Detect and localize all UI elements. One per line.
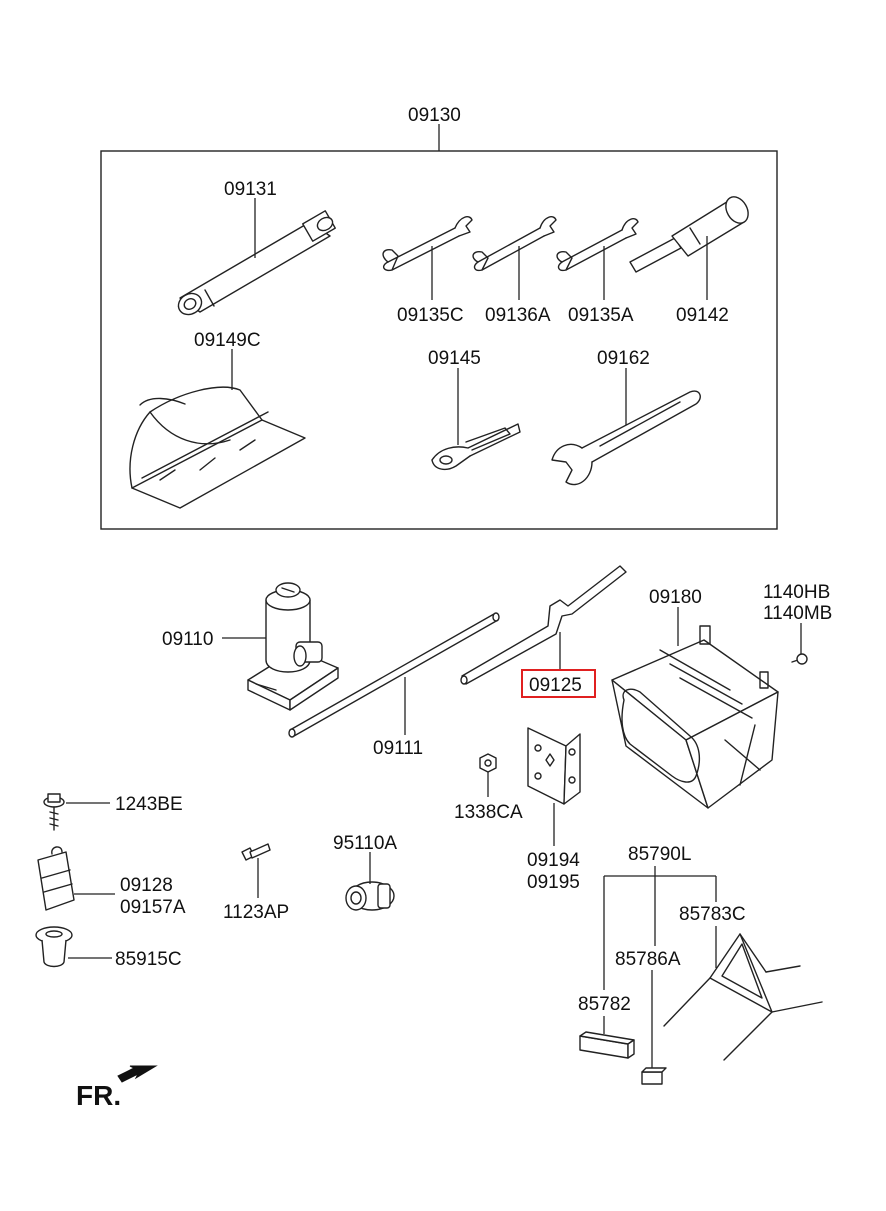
label-09135c[interactable]: 09135C <box>397 305 464 326</box>
front-direction-indicator: FR. <box>76 1065 158 1111</box>
label-09136a[interactable]: 09136A <box>485 305 551 326</box>
jack-drawing <box>247 582 339 711</box>
jack-handle-drawing <box>288 612 500 738</box>
label-09145[interactable]: 09145 <box>428 348 481 369</box>
adjustable-wrench-drawing <box>551 390 701 486</box>
label-09111[interactable]: 09111 <box>373 738 423 759</box>
small-case-drawing <box>641 1067 667 1085</box>
spanner-09135a-drawing <box>556 218 639 272</box>
label-85915c[interactable]: 85915C <box>115 949 182 970</box>
socket-wrench-drawing <box>177 210 336 316</box>
screwdriver-drawing <box>629 196 749 273</box>
label-09110[interactable]: 09110 <box>162 629 213 650</box>
label-09130[interactable]: 09130 <box>408 105 461 126</box>
bolt-drawing <box>241 843 271 861</box>
tool-box-drawing <box>611 625 779 809</box>
front-label: FR. <box>76 1080 121 1111</box>
label-85790l[interactable]: 85790L <box>628 844 691 865</box>
tool-bag-drawing <box>129 386 306 509</box>
switch-drawing <box>345 881 395 911</box>
label-09162[interactable]: 09162 <box>597 348 650 369</box>
label-09194[interactable]: 09194 <box>527 850 580 871</box>
label-09135a[interactable]: 09135A <box>568 305 634 326</box>
hex-nut-drawing <box>479 753 497 773</box>
label-09157a[interactable]: 09157A <box>120 897 186 918</box>
label-1140hb[interactable]: 1140HB <box>763 582 830 603</box>
label-09125[interactable]: 09125 <box>529 675 582 696</box>
label-85782[interactable]: 85782 <box>578 994 631 1015</box>
hex-bolt-drawing <box>791 653 808 665</box>
clip-drawing <box>37 846 75 911</box>
bracket-drawing <box>527 727 581 805</box>
pliers-drawing <box>431 423 521 471</box>
grommet-drawing <box>35 926 73 968</box>
spanner-09135c-drawing <box>382 216 473 272</box>
label-09180[interactable]: 09180 <box>649 587 702 608</box>
front-arrow-icon <box>117 1065 158 1083</box>
label-1243be[interactable]: 1243BE <box>115 794 183 815</box>
label-85786a[interactable]: 85786A <box>615 949 681 970</box>
label-09195[interactable]: 09195 <box>527 872 580 893</box>
extension-bar-drawing <box>460 565 627 685</box>
triangle-case-drawing <box>579 1031 635 1059</box>
spanner-09136a-drawing <box>472 216 557 272</box>
label-09142[interactable]: 09142 <box>676 305 729 326</box>
flange-screw-drawing <box>43 793 65 831</box>
warning-triangle-drawing <box>663 933 823 1061</box>
label-09128[interactable]: 09128 <box>120 875 173 896</box>
label-1338ca[interactable]: 1338CA <box>454 802 523 823</box>
label-09149c[interactable]: 09149C <box>194 330 261 351</box>
label-95110a[interactable]: 95110A <box>333 833 397 854</box>
label-1140mb[interactable]: 1140MB <box>763 603 832 624</box>
highlight-box-09125 <box>521 669 596 698</box>
label-09131[interactable]: 09131 <box>224 179 277 200</box>
label-85783c[interactable]: 85783C <box>679 904 746 925</box>
label-1123ap[interactable]: 1123AP <box>223 902 289 923</box>
